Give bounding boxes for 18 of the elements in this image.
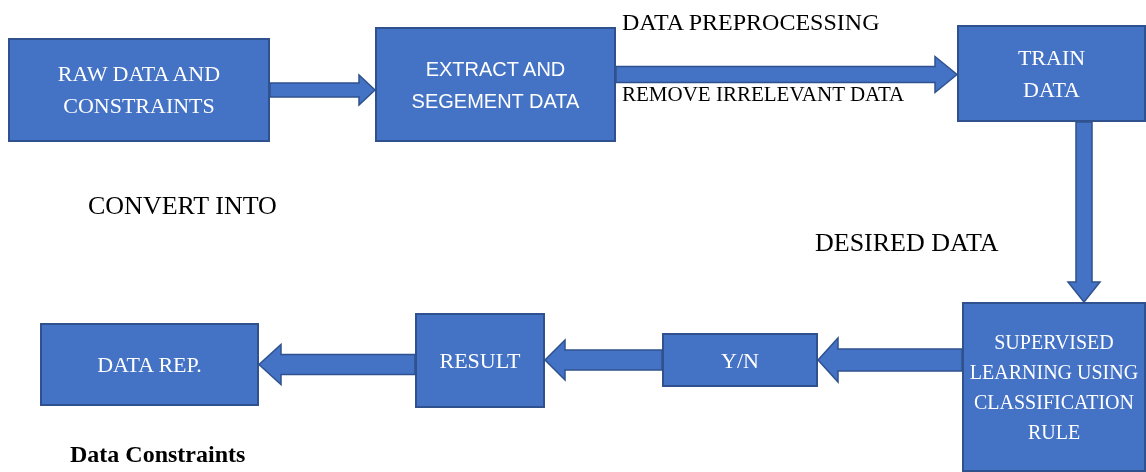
process-box: SUPERVISED LEARNING USING CLASSIFICATION RULE [962,302,1146,472]
annotation-text: REMOVE IRRELEVANT DATA [622,84,905,105]
process-box: EXTRACT AND SEGEMENT DATA [375,27,616,142]
process-box: RAW DATA AND CONSTRAINTS [8,38,270,142]
block-arrow [615,54,959,95]
block-arrow [257,342,416,387]
block-arrow [269,73,377,107]
block-arrow [817,336,963,384]
annotation-text: Data Constraints [70,442,246,466]
process-box: TRAIN DATA [957,25,1146,122]
block-arrow [543,338,663,382]
process-box: RESULT [415,313,545,408]
process-box: Y/N [662,333,818,387]
process-box: DATA REP. [40,323,259,406]
annotation-text: CONVERT INTO [88,193,277,219]
annotation-text: DESIRED DATA [815,230,999,256]
annotation-text: DATA PREPROCESSING [622,10,880,34]
block-arrow [1066,121,1102,304]
